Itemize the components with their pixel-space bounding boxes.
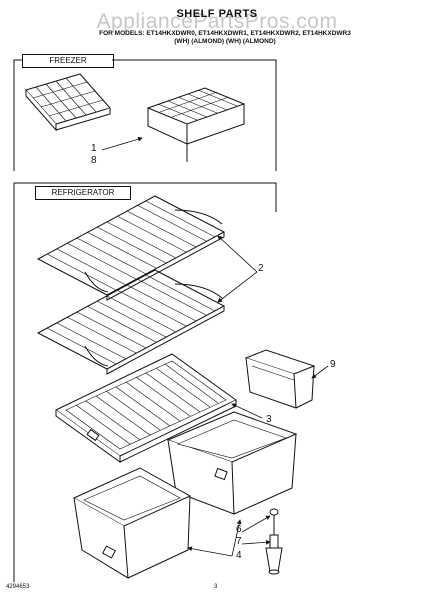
callout-2: 2: [258, 263, 264, 274]
refrigerator-frame: [13, 182, 277, 582]
models-line: FOR MODELS: ET14HKXDWR0, ET14HKXDWR1, ET…: [99, 30, 351, 37]
callout-4: 4: [236, 550, 242, 561]
page-title: SHELF PARTS: [176, 8, 258, 20]
document-number: 4294653: [6, 584, 30, 590]
callout-3: 3: [266, 414, 272, 425]
watermark: AppliancePartsPros.com: [96, 10, 338, 33]
page-number: 3: [214, 584, 218, 590]
callout-6: 6: [236, 524, 242, 535]
ice-tray: [25, 73, 111, 132]
leader-lines: [101, 136, 329, 557]
freezer-wire-shelf: [146, 87, 246, 162]
colors-line: (WH) (ALMOND) (WH) (ALMOND): [174, 38, 276, 45]
freezer-frame: [13, 59, 277, 171]
crisper-cover: [55, 353, 237, 463]
crisper-drawer-left: [72, 467, 192, 579]
refrigerator-section-label: REFRIGERATOR: [35, 186, 131, 200]
refrigerator-wire-shelf-upper: [36, 195, 226, 301]
humidity-control-part: [265, 508, 283, 575]
refrigerator-wire-shelf-lower: [36, 269, 226, 375]
crisper-drawer-right: [166, 411, 298, 515]
callout-7: 7: [236, 536, 242, 547]
freezer-section-label: FREEZER: [22, 54, 114, 68]
callout-9: 9: [330, 359, 336, 370]
callout-8: 8: [91, 155, 97, 166]
callout-1: 1: [91, 143, 97, 154]
door-bin: [244, 349, 316, 409]
